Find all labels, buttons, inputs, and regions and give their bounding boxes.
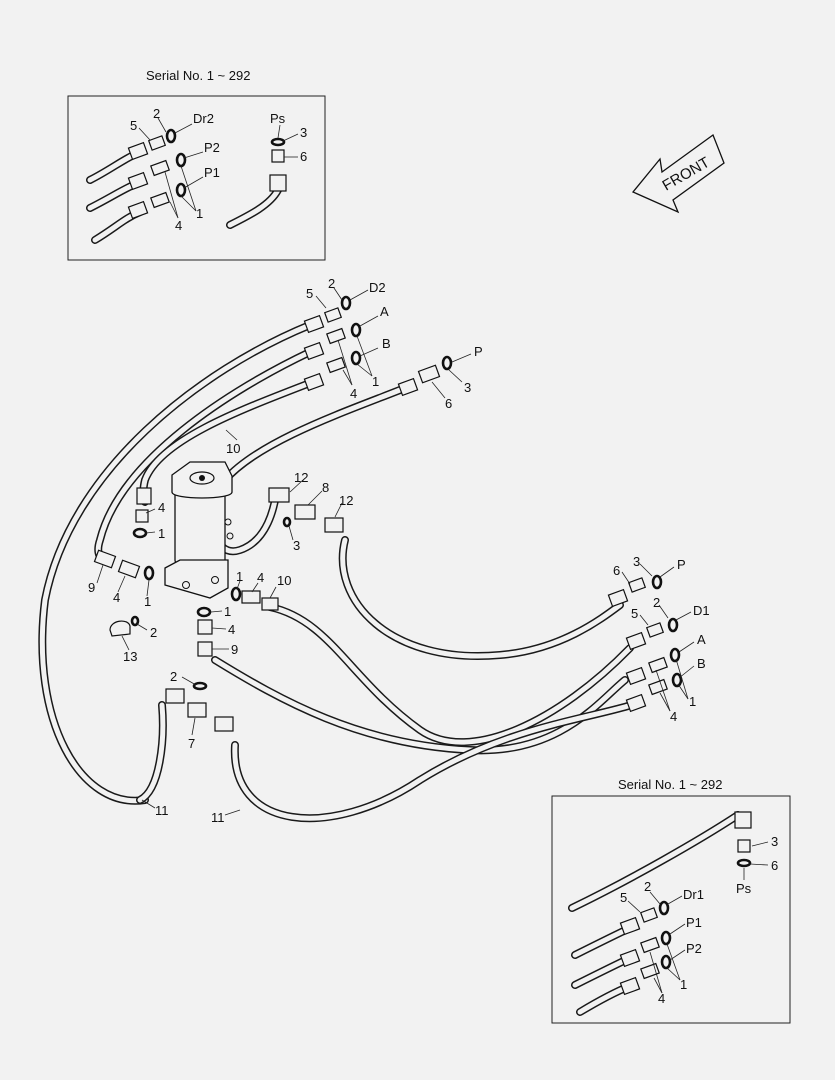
label: 3 (293, 538, 300, 553)
top-inset-drawing (86, 128, 287, 244)
label: 2 (150, 625, 157, 640)
label: B (697, 656, 706, 671)
label: 7 (188, 736, 195, 751)
label: 2 (653, 595, 660, 610)
label: 4 (670, 709, 677, 724)
label: 13 (123, 649, 137, 664)
label: 4 (113, 590, 120, 605)
label: 6 (445, 396, 452, 411)
label: 3 (633, 554, 640, 569)
label: P (474, 344, 483, 359)
label: 5 (130, 118, 137, 133)
main-fittings (93, 307, 668, 732)
label: A (697, 632, 706, 647)
bottom-inset-title: Serial No. 1 ~ 292 (618, 777, 722, 792)
label: 4 (257, 570, 264, 585)
label: 1 (144, 594, 151, 609)
leader-lines (96, 117, 769, 994)
label: 12 (294, 470, 308, 485)
center-swivel-joint (164, 461, 234, 599)
label: 2 (170, 669, 177, 684)
label: 4 (175, 218, 182, 233)
label: 9 (231, 642, 238, 657)
label: 4 (350, 386, 357, 401)
label: P (677, 557, 686, 572)
top-inset-title: Serial No. 1 ~ 292 (146, 68, 250, 83)
label: 2 (328, 276, 335, 291)
label: P1 (686, 915, 702, 930)
label: Dr1 (683, 887, 704, 902)
label: 1 (689, 694, 696, 709)
label: 5 (620, 890, 627, 905)
label: 3 (464, 380, 471, 395)
label: 5 (631, 606, 638, 621)
label: 6 (300, 149, 307, 164)
label: Dr2 (193, 111, 214, 126)
label: B (382, 336, 391, 351)
label: 3 (300, 125, 307, 140)
label: 4 (158, 500, 165, 515)
label: 2 (153, 106, 160, 121)
label: 4 (658, 991, 665, 1006)
label: P2 (204, 140, 220, 155)
label: D2 (369, 280, 386, 295)
label: A (380, 304, 389, 319)
label: 1 (236, 569, 243, 584)
label: 2 (644, 879, 651, 894)
label: P2 (686, 941, 702, 956)
label: 11 (155, 803, 169, 818)
label: 6 (613, 563, 620, 578)
label: 4 (228, 622, 235, 637)
label: 11 (211, 810, 225, 825)
label: 10 (226, 441, 240, 456)
label: 1 (158, 526, 165, 541)
label: 1 (372, 374, 379, 389)
label: P1 (204, 165, 220, 180)
label: 12 (339, 493, 353, 508)
bottom-inset-drawing (568, 811, 752, 1016)
part-labels: 5 2 Dr2 P2 P1 1 4 Ps 3 6 5 2 D2 A B 1 4 … (88, 106, 778, 1006)
label: 10 (277, 573, 291, 588)
label: 1 (680, 977, 687, 992)
label: 6 (771, 858, 778, 873)
label: 1 (224, 604, 231, 619)
label: D1 (693, 603, 710, 618)
label: 1 (196, 206, 203, 221)
label: 5 (306, 286, 313, 301)
label: Ps (736, 881, 752, 896)
label: Ps (270, 111, 286, 126)
label: 8 (322, 480, 329, 495)
top-inset-box (67, 95, 326, 261)
label: 3 (771, 834, 778, 849)
bottom-inset-box (551, 795, 791, 1024)
label: 9 (88, 580, 95, 595)
front-arrow: FRONT (631, 133, 725, 214)
